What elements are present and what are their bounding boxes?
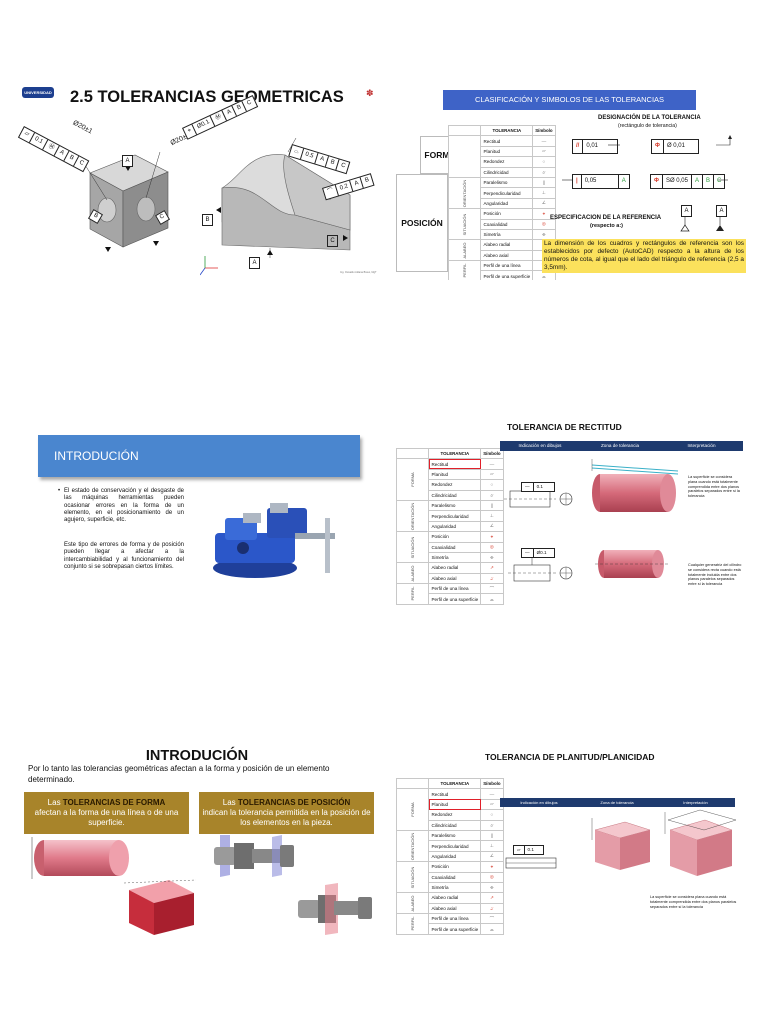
slide-corner-icon: ✽ (366, 88, 374, 98)
forma-illustrations (31, 837, 197, 935)
slide-introducion-1: INTRODUCIÓN •El estado de conservación y… (10, 420, 384, 620)
intro-paragraph: Este tipo de errores de forma y de posic… (64, 542, 184, 570)
forma-box-highlight: TOLERANCIAS DE FORMA (62, 798, 166, 807)
planitud-interpretation: La superficie se considera plana cuando … (650, 895, 737, 909)
part-datum-b: B (202, 214, 213, 226)
cube-drawing (81, 151, 169, 252)
cube-datum-a: A (122, 155, 133, 167)
rectitud-interpretation-2: Cualquier generatriz del cilindro se con… (688, 563, 742, 587)
rectitud-interpretation-1: La superficie se considera plana cuando … (688, 475, 740, 499)
header-zona: Zona de tolerancia (600, 443, 640, 448)
intro2-title: INTRODUCIÓN (145, 748, 249, 764)
intro-banner-title: INTRODUCIÓN (54, 449, 139, 463)
classification-banner: CLASIFICACIÓN Y SIMBOLOS DE LAS TOLERANC… (443, 90, 696, 110)
reference-subtitle: (respecto a:) (590, 223, 624, 229)
intro2-text: Por lo tanto las tolerancias geométricas… (28, 764, 330, 784)
slide-tolerancias-geometricas: UNIVERSIDAD 2.5 TOLERANCIAS GEOMETRICAS … (10, 80, 384, 280)
fcf-leader-lines (562, 135, 732, 181)
dimension-note: La dimensión de los cuadros y rectángulo… (542, 239, 746, 273)
posicion-box: Las TOLERANCIAS DE POSICIÓN indican la t… (199, 792, 374, 834)
rectitud-title: TOLERANCIA DE RECTITUD (507, 422, 622, 432)
reference-title: ESPECIFICACION DE LA REFERENCIA (550, 215, 662, 221)
planitud-header-indicacion: Indicación en dibujos (520, 800, 558, 805)
forma-box: Las TOLERANCIAS DE FORMA afectan a la fo… (24, 792, 189, 834)
university-logo: UNIVERSIDAD (22, 87, 54, 98)
rectitud-fcf-1: —0.1 (521, 482, 555, 492)
rectitud-header-bar: Indicación en dibujos Zona de tolerancia… (500, 441, 743, 451)
posicion-box-highlight: TOLERANCIAS DE POSICIÓN (237, 798, 351, 807)
planitud-header-zona: Zona de tolerancia (600, 800, 634, 805)
slide-footer: Ing. Oswaldo Aldana Bravo, MgT (340, 271, 377, 274)
planitud-drawings (505, 809, 737, 876)
intro-bullet: •El estado de conservación y el desgaste… (58, 488, 184, 524)
designation-subtitle: (rectángulo de tolerancia) (618, 123, 677, 129)
curved-part-drawing (200, 137, 351, 276)
slide-clasificacion-simbolos: CLASIFICACIÓN Y SIMBOLOS DE LAS TOLERANC… (390, 80, 764, 280)
rectitud-drawings (504, 459, 679, 582)
part-datum-c: C (327, 235, 338, 247)
planitud-fcf: ⏥0.1 (513, 845, 544, 855)
planitud-header-bar: Indicación en dibujos Zona de tolerancia… (500, 798, 735, 807)
slide-tolerancia-planitud: TOLERANCIA DE PLANITUD/PLANICIDAD TOLERA… (390, 740, 764, 940)
planitud-header-interpretacion: Interpretación (683, 800, 708, 805)
slide-title: 2.5 TOLERANCIAS GEOMETRICAS (70, 88, 344, 106)
label-posicion: POSICIÓN (396, 174, 448, 272)
header-indicacion: Indicación en dibujos (518, 443, 562, 448)
datum-ref-a-1: A (681, 205, 692, 217)
datum-ref-a-2: A (716, 205, 727, 217)
datum-triangles (680, 216, 724, 232)
bench-vise-image (213, 503, 335, 578)
part-datum-a: A (249, 257, 260, 269)
intro-banner: INTRODUCIÓN (38, 435, 360, 477)
header-interpretacion: Interpretación (687, 443, 716, 448)
rectitud-fcf-2: —Ø0.1 (521, 548, 555, 558)
posicion-illustrations (214, 835, 372, 935)
fcf-parallelism: //0,01 (572, 139, 619, 154)
designation-title: DESIGNACIÓN DE LA TOLERANCIA (598, 115, 701, 121)
slide-introducion-2: INTRODUCIÓN Por lo tanto las tolerancias… (10, 740, 384, 940)
planitud-title: TOLERANCIA DE PLANITUD/PLANICIDAD (485, 752, 655, 762)
